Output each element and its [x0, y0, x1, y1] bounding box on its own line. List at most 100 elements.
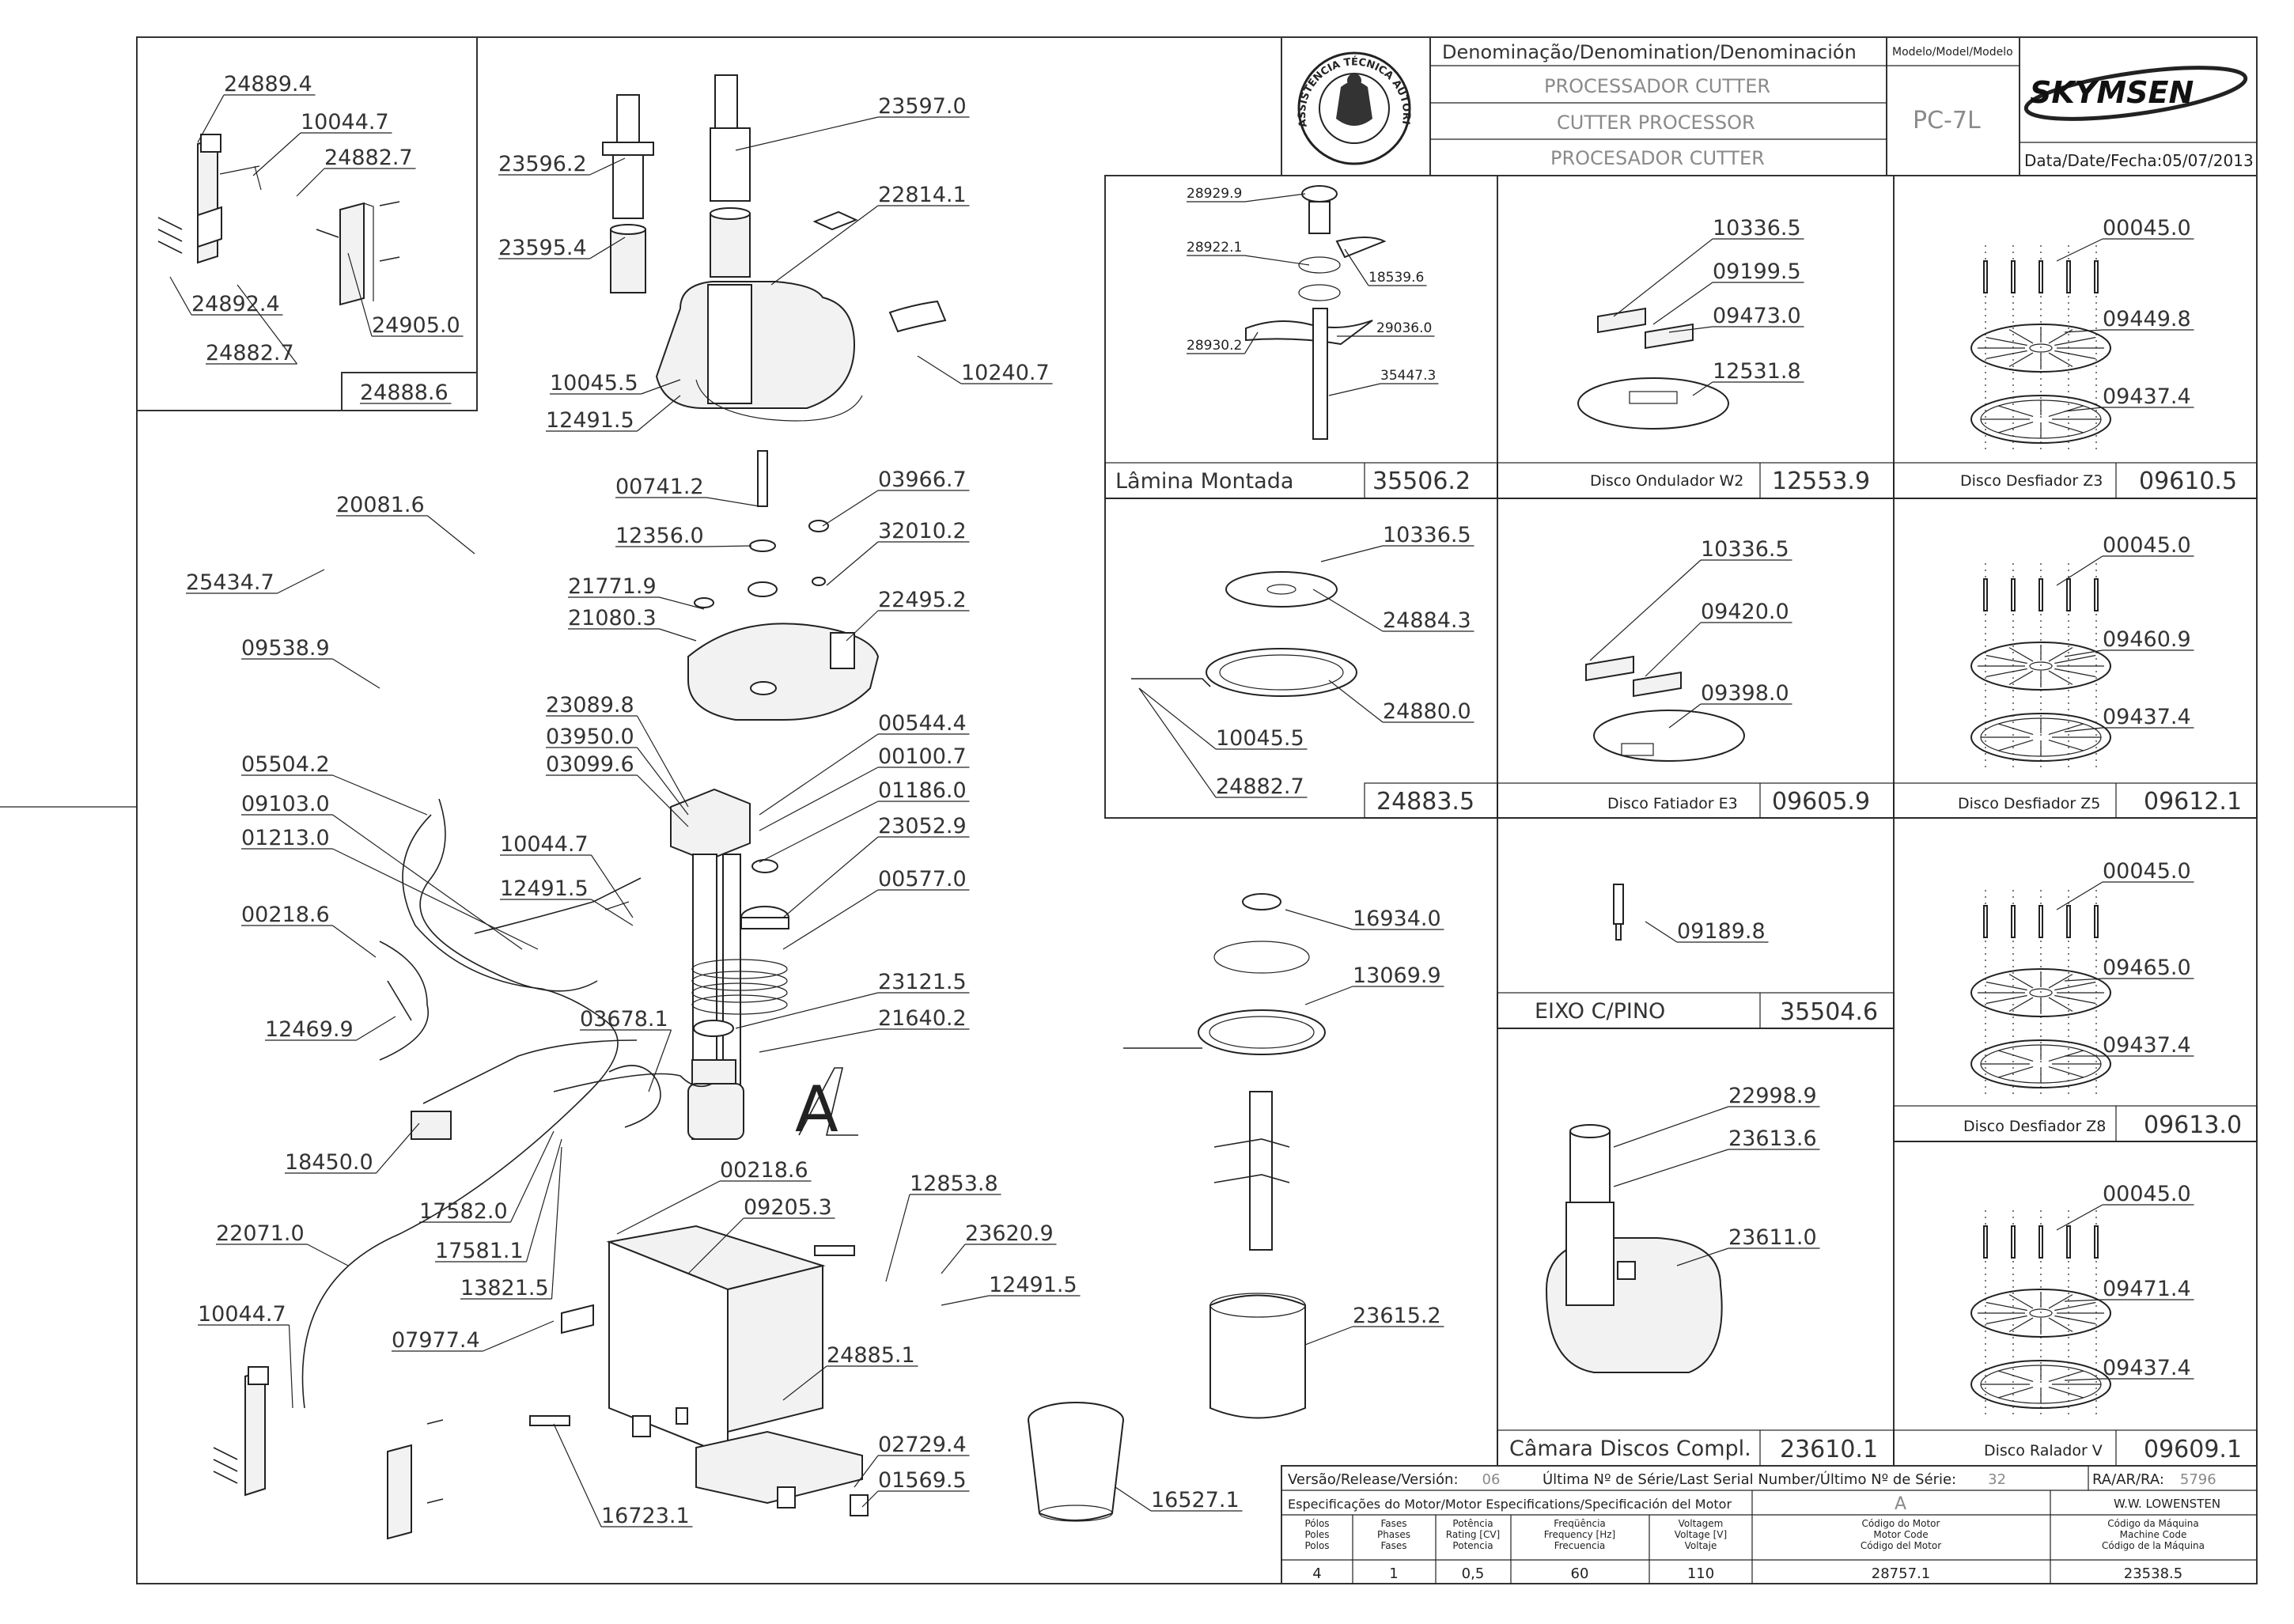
name-pt: PROCESSADOR CUTTER [1544, 75, 1770, 97]
callout-23597-0: 23597.0 [878, 94, 967, 119]
callout-00544-4: 00544.4 [878, 711, 967, 736]
panel-callout-09199-5: 09199.5 [1713, 259, 1801, 284]
col-header-0-0: Pólos [1304, 1518, 1329, 1529]
svg-text:RA/AR/RA:5796: RA/AR/RA:5796 [2092, 1471, 2216, 1488]
col-header-6-1: Machine Code [2120, 1529, 2187, 1540]
footer-table [1281, 1465, 2258, 1584]
panel-callout-10336-5: 10336.5 [1701, 537, 1789, 562]
lid-ring-drawing [1131, 571, 1357, 697]
callout-10044-7: 10044.7 [500, 832, 589, 857]
callout-24905-0: 24905.0 [372, 313, 460, 338]
footer-value-4: 110 [1687, 1565, 1714, 1582]
panel-3-code: 09610.5 [2139, 468, 2237, 495]
denomination-heading: Denominação/Denomination/Denominación [1442, 41, 1857, 63]
callout-21771-9: 21771.9 [568, 574, 657, 599]
panel-callout-09465-0: 09465.0 [2103, 956, 2191, 980]
disc-chamber-drawing [1545, 1124, 1723, 1373]
col-header-0-2: Polos [1304, 1540, 1329, 1551]
callout-24889-4: 24889.4 [224, 72, 312, 97]
panel-callout-28930-2: 28930.2 [1187, 338, 1242, 354]
col-header-2-0: Potência [1452, 1518, 1493, 1529]
motor-assembly: A [670, 788, 858, 1146]
callout-23121-5: 23121.5 [878, 970, 967, 994]
callout-23595-4: 23595.4 [498, 236, 587, 260]
svg-text:ASSISTÊNCIA TÉCNICA AUTORIZADA: ASSISTÊNCIA TÉCNICA AUTORIZADA [0, 0, 1412, 128]
callout-07977-4: 07977.4 [392, 1328, 480, 1353]
ra-label: RA/AR/RA: [2092, 1471, 2164, 1488]
callout-16934-0: 16934.0 [1353, 907, 1441, 931]
panel-callout-00045-0: 00045.0 [2103, 533, 2191, 558]
col-header-5-1: Motor Code [1873, 1529, 1928, 1540]
panel-callout-09437-4: 09437.4 [2103, 1356, 2191, 1380]
panel-callout-09437-4: 09437.4 [2103, 705, 2191, 729]
panel-5-title: Disco Fatiador E3 [1607, 795, 1738, 812]
panel-callout-23611-0: 23611.0 [1728, 1225, 1817, 1250]
callout-02729-4: 02729.4 [878, 1433, 967, 1457]
callout-00218-6: 00218.6 [720, 1158, 808, 1183]
svg-text:SKYMSEN: SKYMSEN [2030, 75, 2194, 110]
callout-22814-1: 22814.1 [878, 183, 967, 207]
panel-callout-09437-4: 09437.4 [2103, 1033, 2191, 1058]
callout-21640-2: 21640.2 [878, 1006, 967, 1031]
panel-callout-28922-1: 28922.1 [1187, 240, 1242, 256]
callout-09538-9: 09538.9 [241, 636, 330, 661]
panel-4-code: 24883.5 [1376, 788, 1474, 816]
name-en: CUTTER PROCESSOR [1557, 112, 1755, 134]
bowl-stack [1123, 893, 1326, 1419]
panel-callout-23613-6: 23613.6 [1728, 1126, 1817, 1151]
panel-callout-09460-9: 09460.9 [2103, 627, 2191, 652]
inset-bracket [157, 134, 400, 306]
callout-24888-6: 24888.6 [360, 380, 449, 405]
bowl-base-assembly [687, 450, 880, 721]
blade-assembly-drawing [1245, 185, 1387, 440]
panel-callout-29036-0: 29036.0 [1376, 320, 1432, 336]
footer-value-1: 1 [1389, 1565, 1398, 1582]
callout-00100-7: 00100.7 [878, 744, 967, 769]
callout-12853-8: 12853.8 [910, 1172, 998, 1196]
callout-12356-0: 12356.0 [615, 524, 704, 548]
shaft-pin-drawing [1613, 884, 1624, 941]
date-label: Data/Date/Fecha: [2024, 151, 2162, 170]
panel-callout-22998-9: 22998.9 [1728, 1084, 1817, 1108]
callout-23620-9: 23620.9 [965, 1221, 1054, 1246]
col-header-4-0: Voltagem [1679, 1518, 1724, 1529]
version-label: Versão/Release/Versión: [1288, 1471, 1459, 1488]
callout-18450-0: 18450.0 [285, 1150, 373, 1175]
panel-callout-24880-0: 24880.0 [1383, 699, 1471, 724]
wiring-harness [301, 798, 713, 1409]
svg-text:Última Nº de Série/Last Serial: Última Nº de Série/Last Serial Number/Úl… [1543, 1471, 2006, 1488]
grater-disc-v [1970, 1210, 2111, 1416]
version-value: 06 [1482, 1471, 1501, 1488]
callout-03966-7: 03966.7 [878, 468, 967, 492]
panel-8-code: 09613.0 [2144, 1111, 2242, 1139]
callout-16527-1: 16527.1 [1151, 1488, 1240, 1512]
callout-17582-0: 17582.0 [419, 1199, 508, 1224]
col-header-6-0: Código da Máquina [2107, 1518, 2198, 1529]
skymsen-logo: SKYMSEN [2023, 66, 2248, 121]
panel-callout-10045-5: 10045.5 [1216, 726, 1304, 751]
callout-00577-0: 00577.0 [878, 867, 967, 891]
panel-callout-09471-4: 09471.4 [2103, 1277, 2191, 1301]
callout-00741-2: 00741.2 [615, 475, 704, 499]
panel-7-code: 35504.6 [1780, 998, 1878, 1026]
panel-callout-09437-4: 09437.4 [2103, 384, 2191, 409]
callout-22071-0: 22071.0 [216, 1221, 305, 1246]
callout-12491-5: 12491.5 [546, 408, 634, 433]
panel-callout-24882-7: 24882.7 [1216, 774, 1304, 799]
callout-00218-6: 00218.6 [241, 903, 330, 927]
wave-disc-drawing [1577, 307, 1729, 430]
panel-5-code: 09605.9 [1772, 788, 1870, 816]
panel-9-title: Câmara Discos Compl. [1509, 1437, 1751, 1461]
col-header-2-2: Potencia [1452, 1540, 1493, 1551]
panel-2-code: 12553.9 [1772, 468, 1870, 495]
callout-09205-3: 09205.3 [744, 1195, 832, 1220]
panel-callout-35447-3: 35447.3 [1380, 368, 1436, 384]
date-value: 05/07/2013 [2162, 151, 2253, 170]
col-header-5-0: Código do Motor [1862, 1518, 1940, 1529]
callout-10044-7: 10044.7 [198, 1302, 286, 1327]
panel-callout-24884-3: 24884.3 [1383, 608, 1471, 633]
panel-6-title: Disco Desfiador Z5 [1958, 795, 2100, 812]
name-es: PROCESADOR CUTTER [1550, 147, 1765, 169]
panel-1-code: 35506.2 [1372, 468, 1471, 495]
